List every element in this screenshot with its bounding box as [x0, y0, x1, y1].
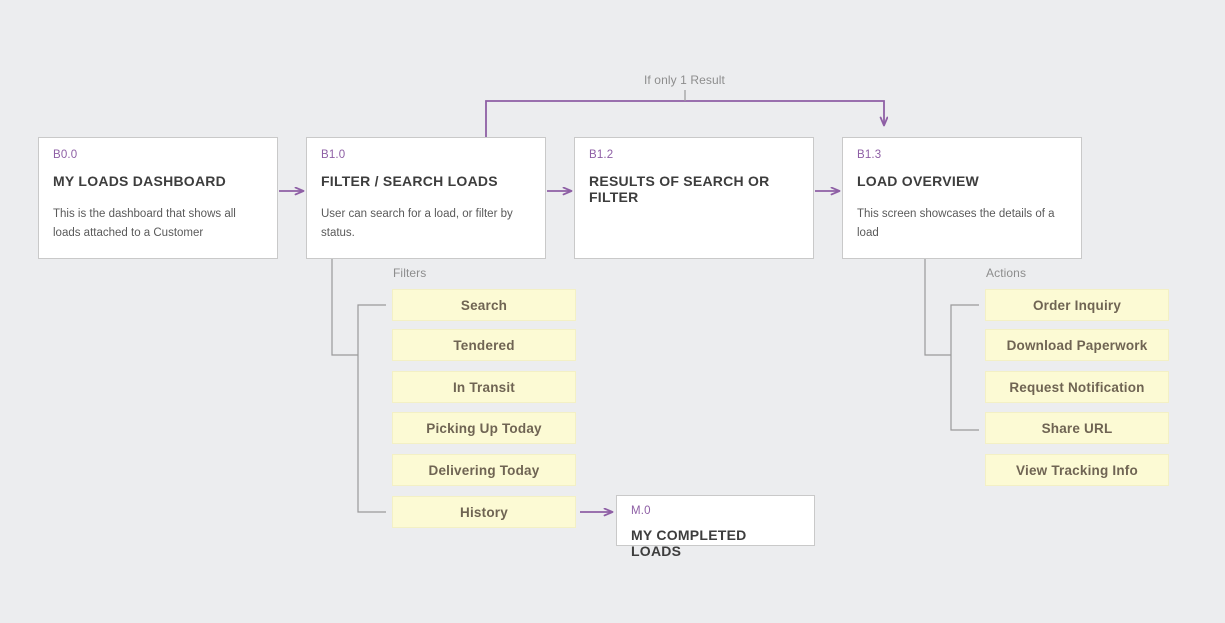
- screen-card-title: LOAD OVERVIEW: [857, 172, 980, 189]
- arrow-if-one-result: [485, 90, 884, 137]
- screen-card-id: B1.3: [857, 149, 882, 161]
- screen-card-b1-3[interactable]: B1.3 LOAD OVERVIEW This screen showcases…: [842, 137, 1082, 259]
- filter-chip-picking-up-today[interactable]: Picking Up Today: [392, 412, 576, 444]
- annotation-if-one-result: If only 1 Result: [644, 73, 725, 87]
- filter-chip-tendered[interactable]: Tendered: [392, 329, 576, 361]
- screen-card-title: MY COMPLETED LOADS: [631, 526, 747, 560]
- bracket-actions: [924, 259, 979, 431]
- screen-card-title: FILTER / SEARCH LOADS: [321, 172, 498, 189]
- screen-card-id: M.0: [631, 505, 651, 517]
- screen-card-id: B1.0: [321, 149, 346, 161]
- action-chip-view-tracking-info[interactable]: View Tracking Info: [985, 454, 1169, 486]
- filter-chip-search[interactable]: Search: [392, 289, 576, 321]
- action-chip-request-notification[interactable]: Request Notification: [985, 371, 1169, 403]
- bracket-filters: [331, 259, 386, 513]
- screen-card-m-0[interactable]: M.0 MY COMPLETED LOADS: [616, 495, 815, 559]
- screen-card-desc: This screen showcases the details of a l…: [857, 208, 1055, 240]
- filter-chip-history[interactable]: History: [392, 496, 576, 528]
- screen-card-id: B1.2: [589, 149, 614, 161]
- group-label-filters: Filters: [393, 266, 427, 280]
- screen-card-desc: User can search for a load, or filter by…: [321, 208, 513, 240]
- screen-card-b1-2[interactable]: B1.2 RESULTS OF SEARCH OR FILTER: [574, 137, 814, 259]
- screen-card-id: B0.0: [53, 149, 78, 161]
- action-chip-order-inquiry[interactable]: Order Inquiry: [985, 289, 1169, 321]
- action-chip-share-url[interactable]: Share URL: [985, 412, 1169, 444]
- screen-card-title: RESULTS OF SEARCH OR FILTER: [589, 172, 770, 206]
- screen-card-desc: This is the dashboard that shows all loa…: [53, 208, 236, 240]
- group-label-actions: Actions: [986, 266, 1027, 280]
- filter-chip-delivering-today[interactable]: Delivering Today: [392, 454, 576, 486]
- action-chip-download-paperwork[interactable]: Download Paperwork: [985, 329, 1169, 361]
- screen-card-b0-0[interactable]: B0.0 MY LOADS DASHBOARD This is the dash…: [38, 137, 278, 259]
- filter-chip-in-transit[interactable]: In Transit: [392, 371, 576, 403]
- screen-card-b1-0[interactable]: B1.0 FILTER / SEARCH LOADS User can sear…: [306, 137, 546, 259]
- screen-card-title: MY LOADS DASHBOARD: [53, 172, 227, 189]
